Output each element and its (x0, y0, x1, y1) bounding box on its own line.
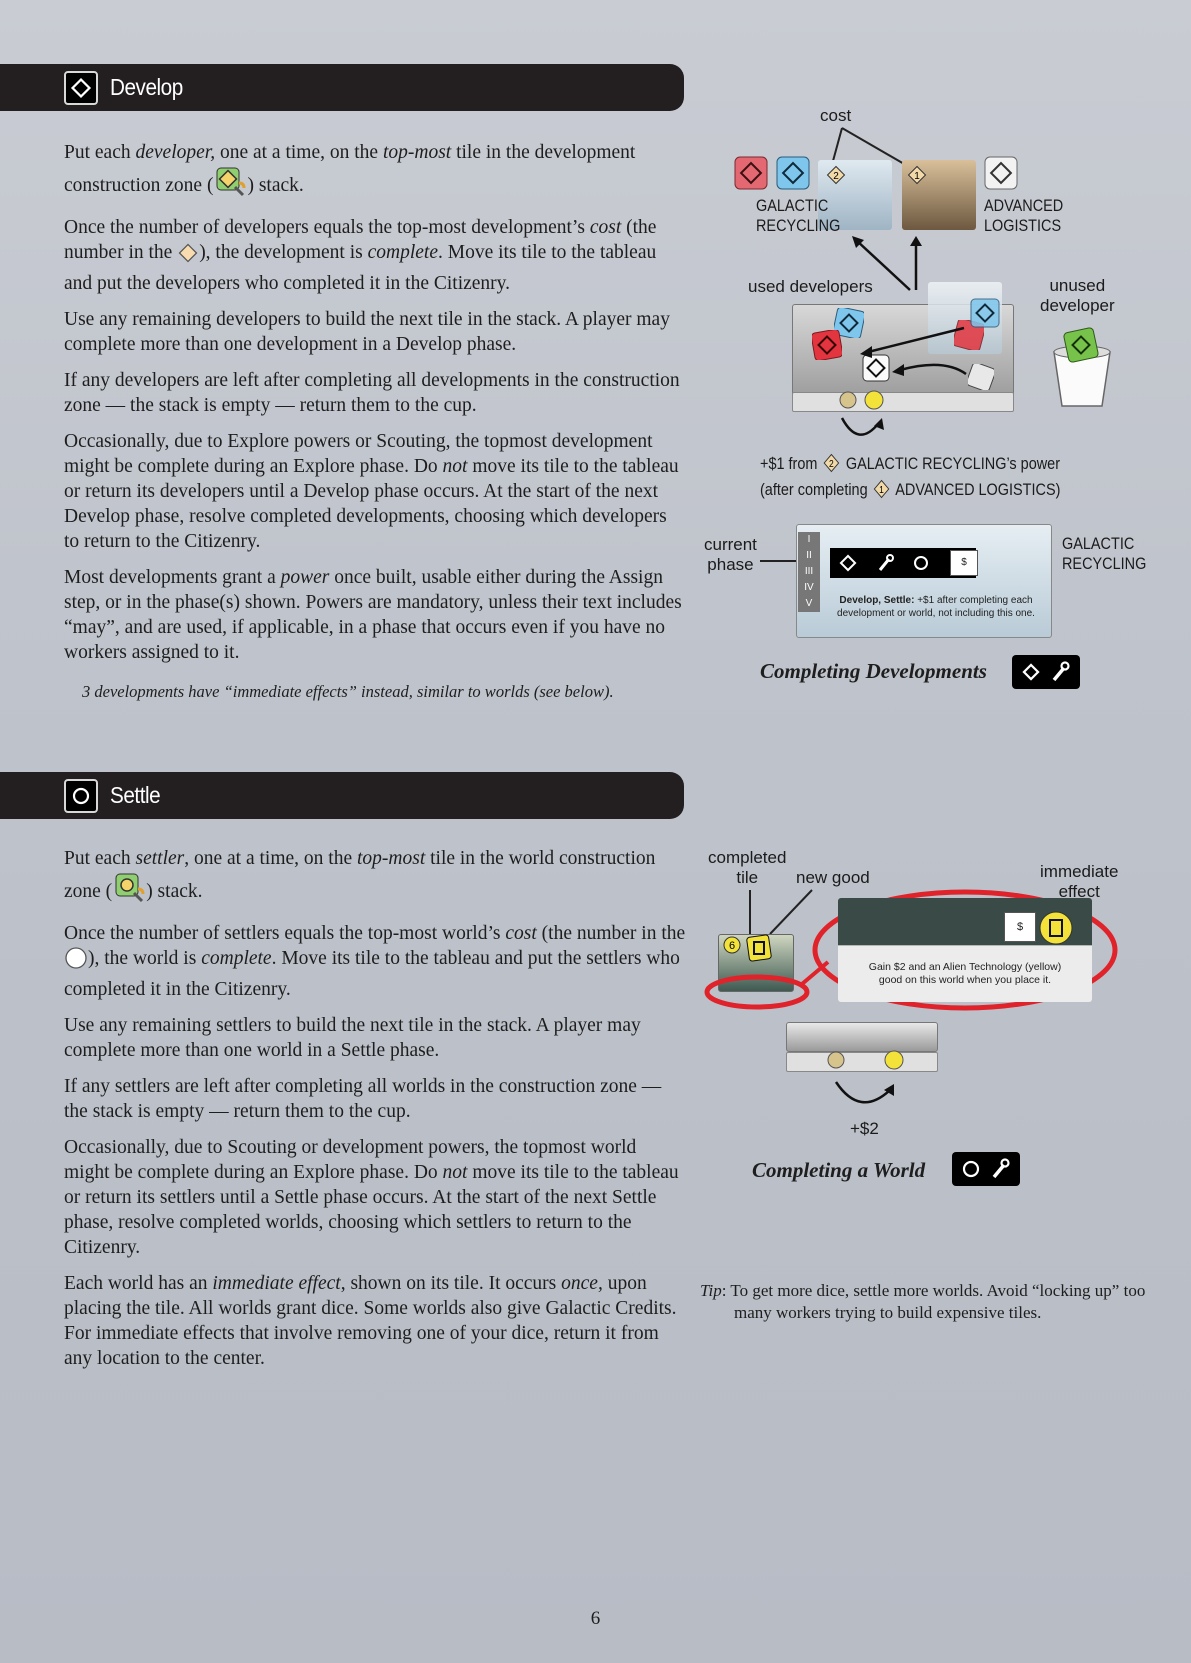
blue-developer-die (776, 156, 810, 190)
tip-text: Tip: To get more dice, settle more world… (700, 1281, 1146, 1322)
cup-with-green-die (1053, 327, 1111, 407)
circle-icon (72, 787, 90, 804)
bonus-line-1: +$1 from 2 GALACTIC RECYCLING’s power (760, 451, 1060, 480)
wrench-icon (878, 554, 894, 571)
alien-good-circle-icon (1039, 911, 1073, 945)
cost-diamond-2-icon: 2 (821, 451, 841, 480)
settle-paragraph: If any settlers are left after completin… (64, 1076, 662, 1122)
highlight-ellipses (704, 889, 1118, 1011)
credit-icon: $ (950, 550, 978, 576)
develop-paragraph: Put each developer, one at a time, on th… (64, 140, 686, 204)
blue-die-next (970, 298, 1000, 328)
tile-power-text: Develop, Settle: +$1 after completing ea… (837, 595, 1035, 619)
credit-markers (839, 390, 884, 410)
develop-note: 3 developments have “immediate effects” … (82, 682, 614, 701)
page-number: 6 (590, 1608, 601, 1629)
settle-paragraph: Put each settler, one at a time, on the … (64, 846, 686, 910)
label-current-phase: current phase (704, 535, 757, 574)
blue-die-placed (834, 308, 864, 338)
label-used-developers: used developers (748, 277, 873, 296)
caption-completing-a-world: Completing a World (752, 1158, 926, 1182)
wrench-icon (1052, 661, 1070, 682)
bonus-line-2: (after completing 1 ADVANCED LOGISTICS) (760, 477, 1060, 506)
wrench-icon (992, 1158, 1010, 1179)
cost-badge-1: 1 (907, 165, 927, 185)
galactic-recycling-tile (796, 524, 1052, 638)
settle-banner: Settle (0, 772, 684, 819)
world-zone-icon (112, 871, 146, 910)
label-cost: cost (820, 106, 852, 125)
white-die-moving (968, 364, 994, 390)
settle-phase-badge (64, 778, 98, 813)
svg-text:1: 1 (914, 171, 920, 182)
cost-diamond-1-icon: 1 (872, 477, 892, 506)
develop-paragraph: If any developers are left after complet… (64, 370, 680, 416)
world-cost-badge: 6 (723, 936, 741, 954)
phase-column: I II III IV V (798, 532, 820, 612)
svg-text:2: 2 (833, 171, 839, 182)
credit-move-arrow (840, 417, 884, 436)
cost-diamond-icon (177, 242, 199, 271)
move-arrows (852, 236, 922, 291)
label-advanced-logistics: ADVANCED LOGISTICS (984, 196, 1064, 235)
label-completed-tile: completed tile (708, 848, 787, 887)
credit-track (792, 392, 1014, 412)
cost-badge-2: 2 (826, 165, 846, 185)
svg-text:6: 6 (729, 940, 735, 952)
circle-icon (962, 1160, 980, 1178)
develop-banner: Develop (0, 64, 684, 111)
alien-good-icon (746, 934, 772, 962)
svg-text:1: 1 (879, 484, 884, 495)
red-developer-die (734, 156, 768, 190)
label-immediate-effect: immediate effect (1040, 862, 1119, 901)
settle-paragraph: Occasionally, due to Scouting or develop… (64, 1137, 679, 1258)
settle-bonus: +$2 (850, 1119, 879, 1138)
label-new-good: new good (796, 868, 870, 887)
develop-paragraph: Most developments grant a power once bui… (64, 567, 682, 663)
effect-text: Gain $2 and an Alien Technology (yellow)… (868, 961, 1062, 986)
settle-body: Put each settler, one at a time, on the … (64, 846, 686, 1382)
develop-paragraph: Occasionally, due to Explore powers or S… (64, 431, 679, 552)
white-die-placed (862, 354, 890, 382)
svg-text:2: 2 (829, 458, 834, 469)
settle-paragraph: Use any remaining settlers to build the … (64, 1015, 641, 1061)
diamond-icon (839, 554, 857, 572)
label-galactic-recycling: GALACTIC RECYCLING (756, 196, 841, 235)
develop-icon-pair (1012, 655, 1080, 689)
settle-icon-pair (952, 1152, 1020, 1186)
settle-paragraph: Once the number of settlers equals the t… (64, 923, 686, 1000)
settle-paragraph: Each world has an immediate effect, show… (64, 1273, 677, 1369)
diamond-icon (70, 77, 92, 98)
red-die-placed (812, 330, 842, 360)
develop-paragraph: Use any remaining developers to build th… (64, 309, 670, 355)
settle-pointer-lines (749, 889, 813, 935)
credit-markers-settle (827, 1050, 904, 1070)
label-galactic-recycling-tile: GALACTIC RECYCLING (1062, 534, 1147, 573)
placement-arrows (860, 326, 967, 376)
cost-circle-icon (64, 946, 88, 977)
label-unused-developer: unused developer (1040, 276, 1115, 315)
circle-icon (914, 556, 929, 570)
settle-title: Settle (110, 782, 161, 808)
development-zone-icon (213, 165, 247, 204)
diamond-icon (1022, 663, 1040, 681)
white-developer-die (984, 156, 1018, 190)
caption-completing-developments: Completing Developments (760, 659, 987, 683)
develop-paragraph: Once the number of developers equals the… (64, 217, 657, 294)
credit-icon: $ (1004, 912, 1036, 942)
credit-move-arrow-settle (834, 1081, 894, 1104)
world-construction-board (786, 1022, 938, 1052)
develop-title: Develop (110, 74, 183, 100)
develop-phase-badge (64, 70, 98, 105)
develop-body: Put each developer, one at a time, on th… (64, 140, 686, 704)
